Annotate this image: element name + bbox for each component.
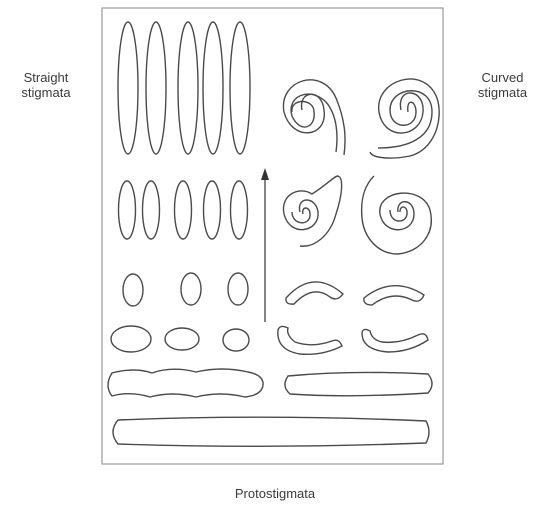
straight-stigma-long <box>118 22 138 154</box>
curved-stigmata-label: Curved stigmata <box>460 70 545 100</box>
curved-stigma-bar <box>285 372 432 395</box>
curved-stigma-spiral <box>291 94 337 152</box>
straight-label-line1: Straight <box>6 70 86 85</box>
curved-stigma-arc <box>286 282 343 304</box>
curved-stigma-arc <box>278 326 342 354</box>
straight-stigma-long <box>178 22 198 154</box>
straight-stigma-short <box>181 273 201 305</box>
protostigma-oval <box>223 329 249 351</box>
curved-stigma-arc <box>364 286 424 305</box>
straight-label-line2: stigmata <box>6 85 86 100</box>
straight-stigma-long <box>230 22 250 154</box>
curved-stigma-arc <box>362 329 428 352</box>
curved-stigma-spiral <box>283 176 341 246</box>
protostigma-oval <box>165 328 199 350</box>
curved-stigma-spiral <box>292 208 310 223</box>
straight-stigma-short <box>228 273 248 305</box>
curved-stigma-spiral <box>378 91 432 148</box>
curved-label-line2: stigmata <box>460 85 545 100</box>
curved-stigma-spiral <box>370 79 439 158</box>
protostigmata-label: Protostigmata <box>150 486 400 501</box>
straight-stigma-short <box>123 274 143 306</box>
straight-stigma-medium <box>231 181 248 239</box>
protostigma-bar-long <box>113 417 429 446</box>
curved-label-line1: Curved <box>460 70 545 85</box>
curved-stigma-spiral <box>362 176 432 254</box>
straight-stigma-long <box>146 22 166 154</box>
protostigma-oval <box>111 326 151 352</box>
protostigma-bar-beaded <box>108 369 263 397</box>
straight-stigma-medium <box>143 181 160 239</box>
straight-stigma-medium <box>204 181 221 239</box>
arrow-head-icon <box>261 168 269 180</box>
straight-stigma-medium <box>119 181 136 239</box>
straight-stigma-medium <box>175 181 192 239</box>
straight-stigmata-label: Straight stigmata <box>6 70 86 100</box>
straight-stigma-long <box>203 22 223 154</box>
